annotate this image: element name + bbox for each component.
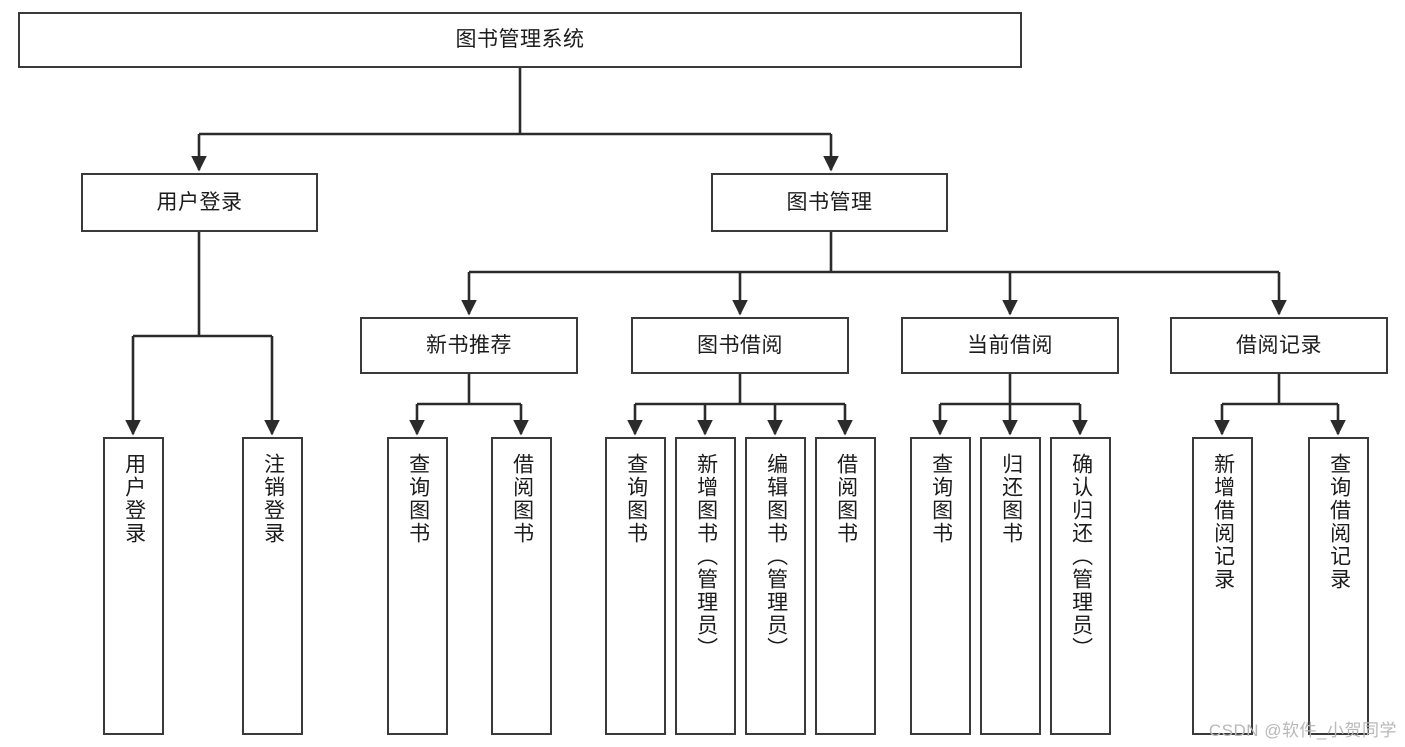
node-leaf-return-book-label: 归还图书	[999, 453, 1023, 545]
node-borrow-record-label: 借阅记录	[1236, 333, 1322, 357]
node-current-borrow[interactable]: 当前借阅	[901, 317, 1119, 374]
node-new-book-recommend-label: 新书推荐	[426, 333, 512, 357]
node-leaf-return-book[interactable]: 归还图书	[980, 437, 1041, 735]
node-leaf-add-book[interactable]: 新增图书（管理员）	[675, 437, 736, 735]
watermark-text: CSDN @软件_小贺同学	[1208, 721, 1397, 740]
node-leaf-borrow-book-2-label: 借阅图书	[834, 453, 858, 545]
node-new-book-recommend[interactable]: 新书推荐	[360, 317, 578, 374]
node-leaf-user-login-label: 用户登录	[122, 453, 146, 545]
node-leaf-logout[interactable]: 注销登录	[242, 437, 303, 735]
node-leaf-borrow-book-1[interactable]: 借阅图书	[491, 437, 552, 735]
node-book-management[interactable]: 图书管理	[711, 173, 948, 232]
node-leaf-query-book-2-label: 查询图书	[624, 453, 648, 545]
node-leaf-query-book-3[interactable]: 查询图书	[910, 437, 971, 735]
node-leaf-query-record[interactable]: 查询借阅记录	[1308, 437, 1369, 735]
node-leaf-query-book-1[interactable]: 查询图书	[387, 437, 448, 735]
node-leaf-logout-label: 注销登录	[261, 453, 285, 545]
node-current-borrow-label: 当前借阅	[967, 333, 1053, 357]
node-user-login-label: 用户登录	[156, 190, 243, 214]
node-book-borrow[interactable]: 图书借阅	[631, 317, 849, 374]
node-leaf-query-book-1-label: 查询图书	[406, 453, 430, 545]
node-leaf-confirm-return-label: 确认归还（管理员）	[1069, 453, 1093, 660]
node-root[interactable]: 图书管理系统	[18, 12, 1022, 68]
node-leaf-borrow-book-1-label: 借阅图书	[510, 453, 534, 545]
node-leaf-borrow-book-2[interactable]: 借阅图书	[815, 437, 876, 735]
node-book-management-label: 图书管理	[786, 190, 873, 214]
node-book-borrow-label: 图书借阅	[697, 333, 783, 357]
node-borrow-record[interactable]: 借阅记录	[1170, 317, 1388, 374]
node-root-label: 图书管理系统	[455, 28, 585, 52]
node-leaf-edit-book-label: 编辑图书（管理员）	[764, 453, 788, 660]
node-leaf-query-book-2[interactable]: 查询图书	[605, 437, 666, 735]
node-leaf-edit-book[interactable]: 编辑图书（管理员）	[745, 437, 806, 735]
node-leaf-query-book-3-label: 查询图书	[929, 453, 953, 545]
node-leaf-query-record-label: 查询借阅记录	[1327, 453, 1351, 591]
node-user-login[interactable]: 用户登录	[81, 173, 318, 232]
node-leaf-confirm-return[interactable]: 确认归还（管理员）	[1050, 437, 1111, 735]
node-leaf-user-login[interactable]: 用户登录	[103, 437, 164, 735]
node-leaf-add-book-label: 新增图书（管理员）	[694, 453, 718, 660]
node-leaf-add-record[interactable]: 新增借阅记录	[1192, 437, 1253, 735]
node-leaf-add-record-label: 新增借阅记录	[1211, 453, 1235, 591]
